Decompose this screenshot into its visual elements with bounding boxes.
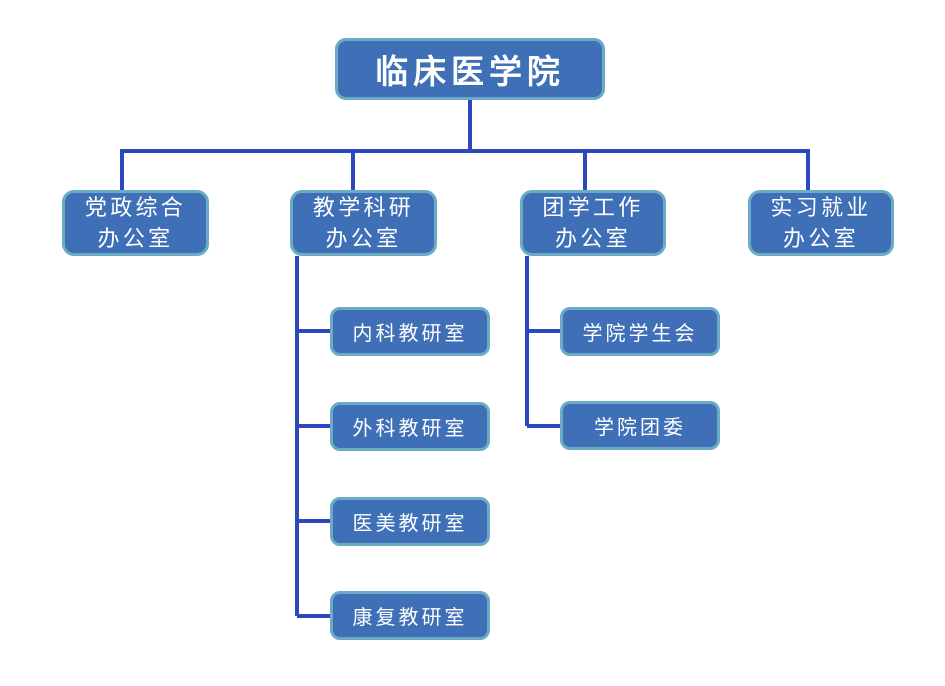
child-box-medical-aesthetics: 医美教研室 (330, 497, 490, 546)
branch-box-internship-employment-office: 实习就业 办公室 (748, 190, 894, 256)
child-box-surgery: 外科教研室 (330, 402, 490, 451)
child-box-internal-medicine: 内科教研室 (330, 307, 490, 356)
child-box-student-union: 学院学生会 (560, 307, 720, 356)
root-box-clinical-medical-college: 临床医学院 (335, 38, 605, 100)
child-box-rehabilitation: 康复教研室 (330, 591, 490, 640)
connector-row-elbow (120, 149, 810, 190)
branch-box-youth-work-office: 团学工作 办公室 (520, 190, 666, 256)
branch-box-party-admin-office: 党政综合 办公室 (62, 190, 209, 256)
branch-box-teaching-research-office: 教学科研 办公室 (290, 190, 437, 256)
child-box-youth-league: 学院团委 (560, 401, 720, 450)
